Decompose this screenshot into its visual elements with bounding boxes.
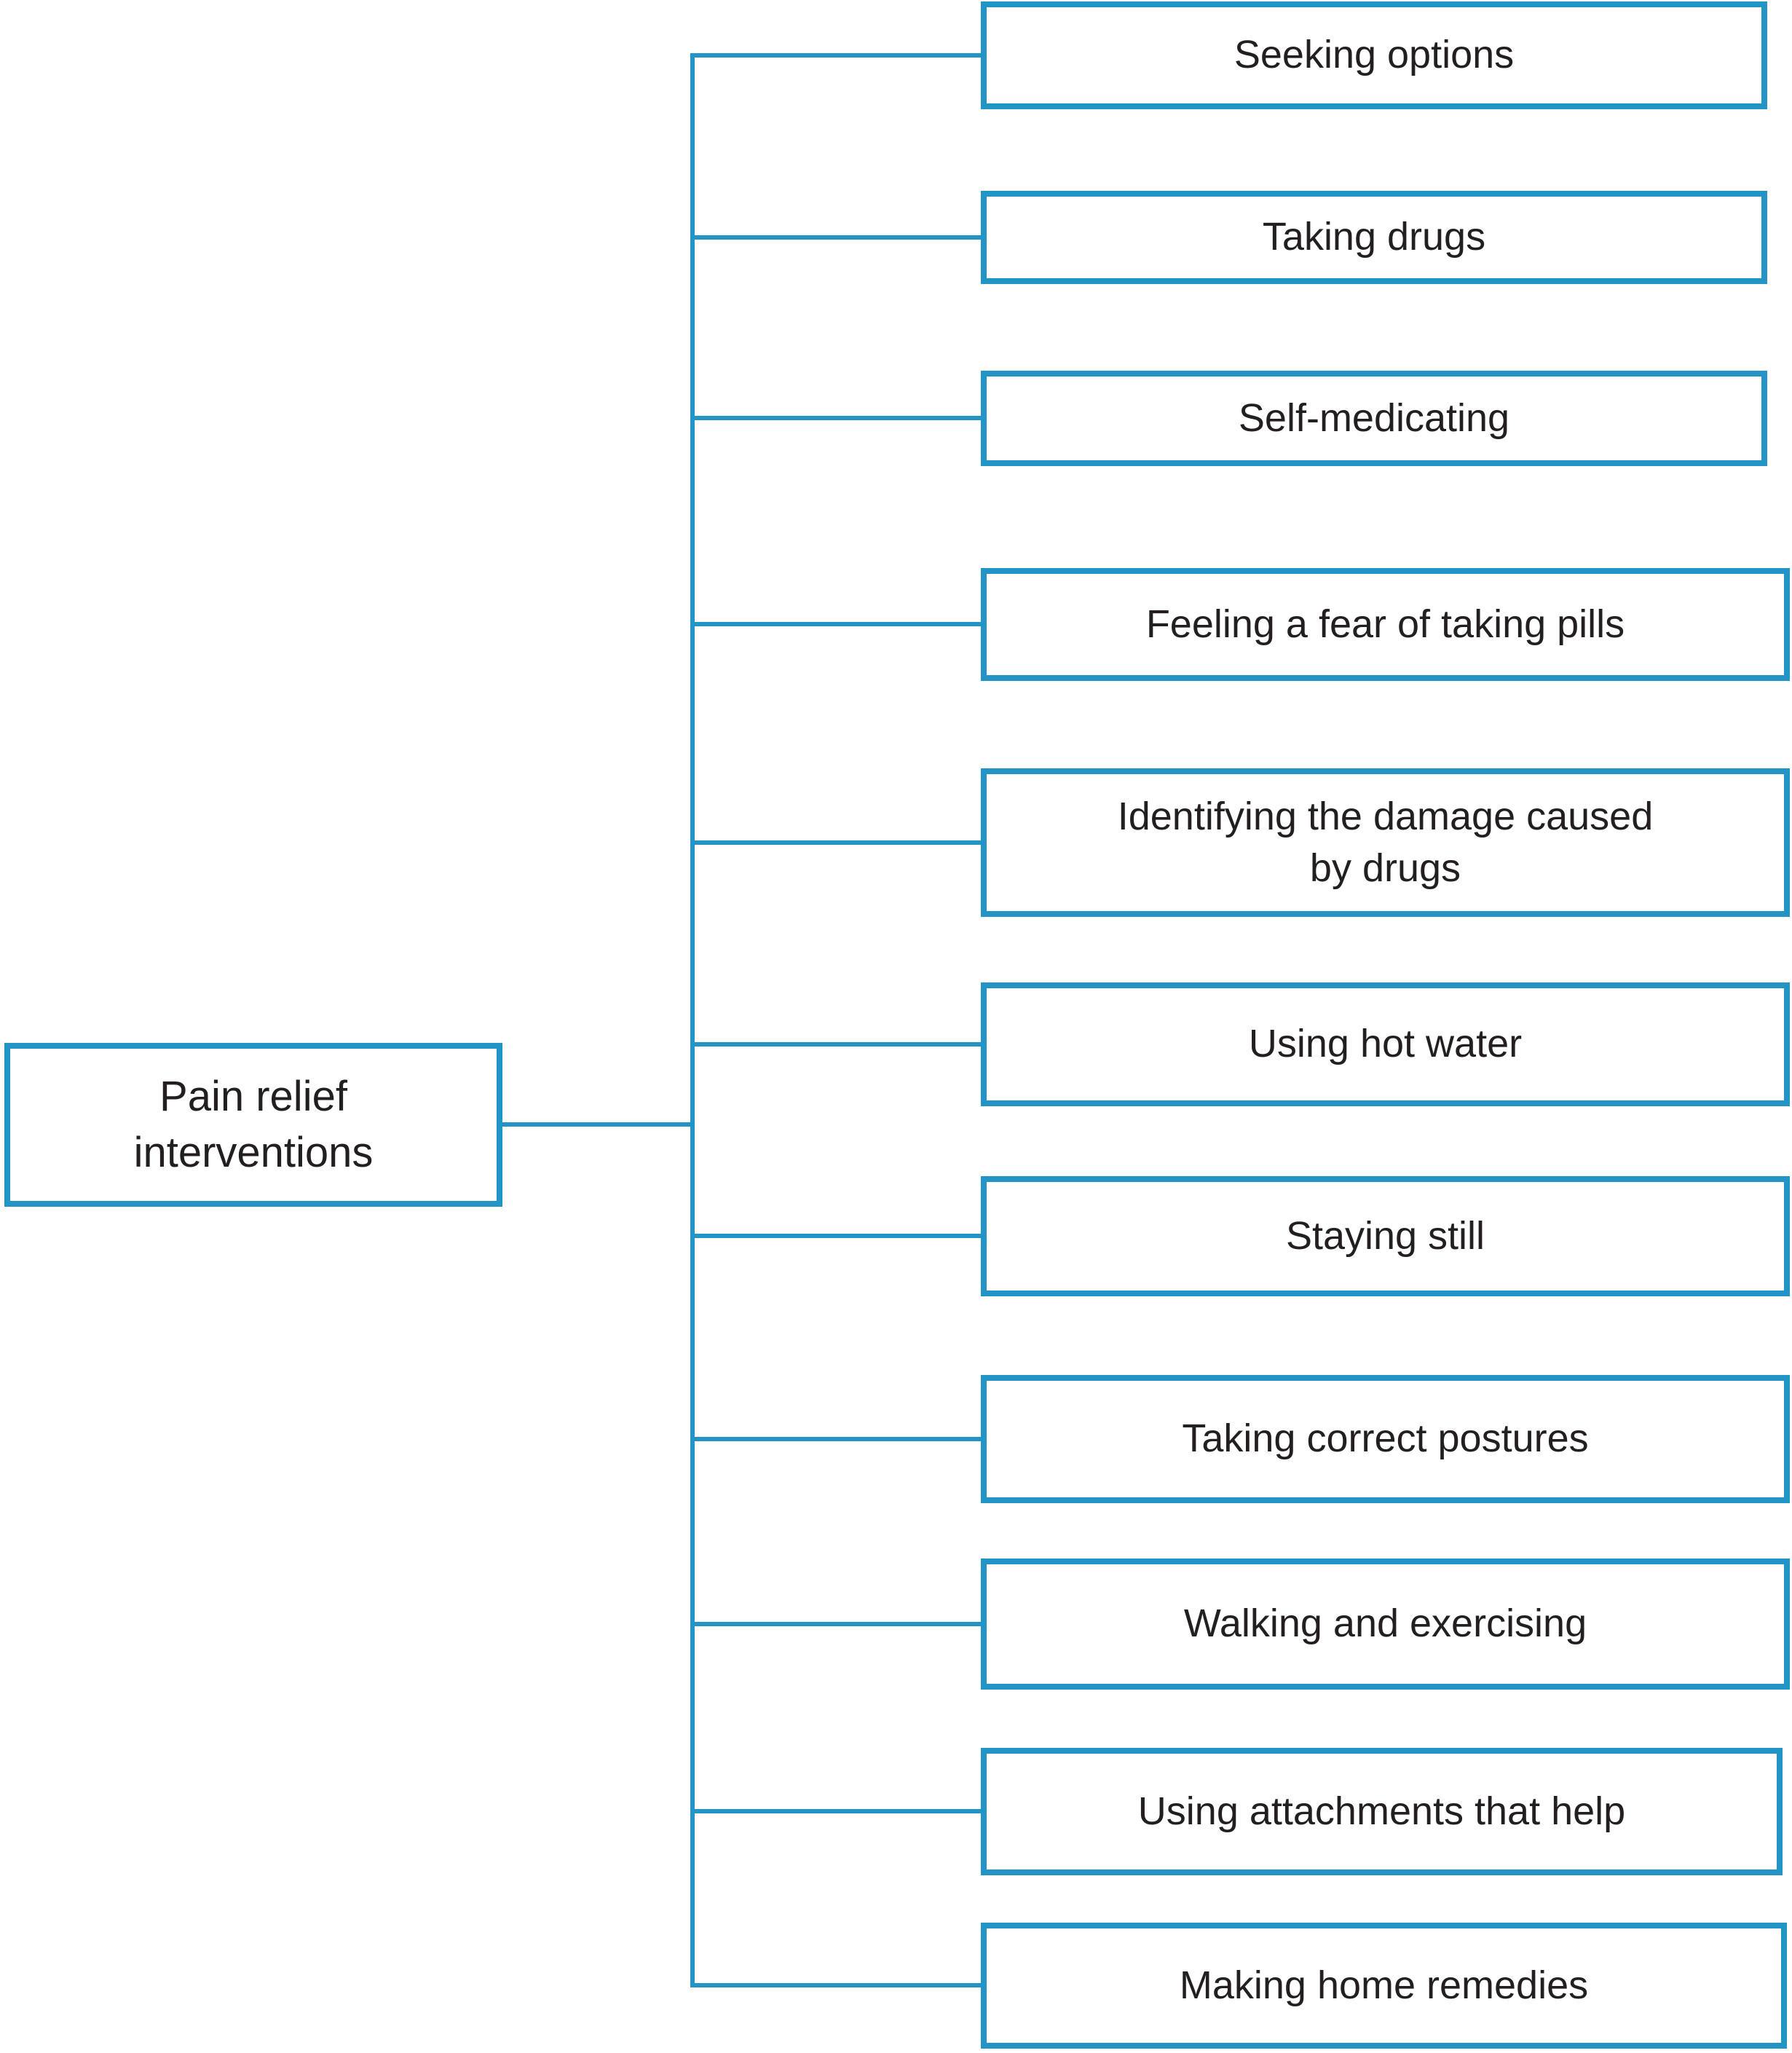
node-label: Taking drugs (1262, 215, 1486, 259)
connector-self-medicating (692, 416, 982, 420)
node-correct-postures: Taking correct postures (981, 1375, 1790, 1503)
connector-hot-water (692, 1042, 982, 1047)
connector-correct-postures (692, 1437, 982, 1441)
node-staying-still: Staying still (981, 1176, 1790, 1296)
node-home-remedies: Making home remedies (981, 1923, 1787, 2049)
connector-walking-exercising (692, 1622, 982, 1626)
connector-damage-by-drugs (692, 840, 982, 845)
node-label: Using attachments that help (1137, 1789, 1626, 1833)
connector-taking-drugs (692, 235, 982, 240)
node-label: Walking and exercising (1183, 1601, 1587, 1646)
connector-attachments (692, 1809, 982, 1813)
node-label: Self-medicating (1238, 395, 1510, 440)
node-damage-by-drugs: Identifying the damage caused by drugs (981, 768, 1790, 917)
node-label: Staying still (1285, 1213, 1485, 1258)
connector-home-remedies (692, 1983, 982, 1987)
node-label: Using hot water (1248, 1022, 1523, 1066)
node-fear-of-pills: Feeling a fear of taking pills (981, 568, 1790, 681)
connector-staying-still (692, 1234, 982, 1238)
connector-seeking-options (692, 53, 982, 58)
node-hot-water: Using hot water (981, 982, 1790, 1106)
node-seeking-options: Seeking options (981, 1, 1767, 109)
connector-root (501, 1122, 692, 1127)
node-taking-drugs: Taking drugs (981, 191, 1767, 284)
trunk-line (690, 53, 695, 1987)
node-label: Feeling a fear of taking pills (1145, 602, 1625, 646)
node-pain-relief-interventions: Pain relief interventions (4, 1043, 502, 1207)
connector-fear-of-pills (692, 622, 982, 626)
node-self-medicating: Self-medicating (981, 371, 1767, 466)
node-attachments: Using attachments that help (981, 1748, 1783, 1875)
node-label: Identifying the damage caused by drugs (1117, 794, 1654, 890)
node-label: Seeking options (1234, 33, 1515, 77)
node-label: Pain relief interventions (133, 1072, 374, 1176)
node-label: Making home remedies (1179, 1963, 1589, 2007)
node-walking-exercising: Walking and exercising (981, 1559, 1790, 1690)
node-label: Taking correct postures (1182, 1416, 1589, 1461)
